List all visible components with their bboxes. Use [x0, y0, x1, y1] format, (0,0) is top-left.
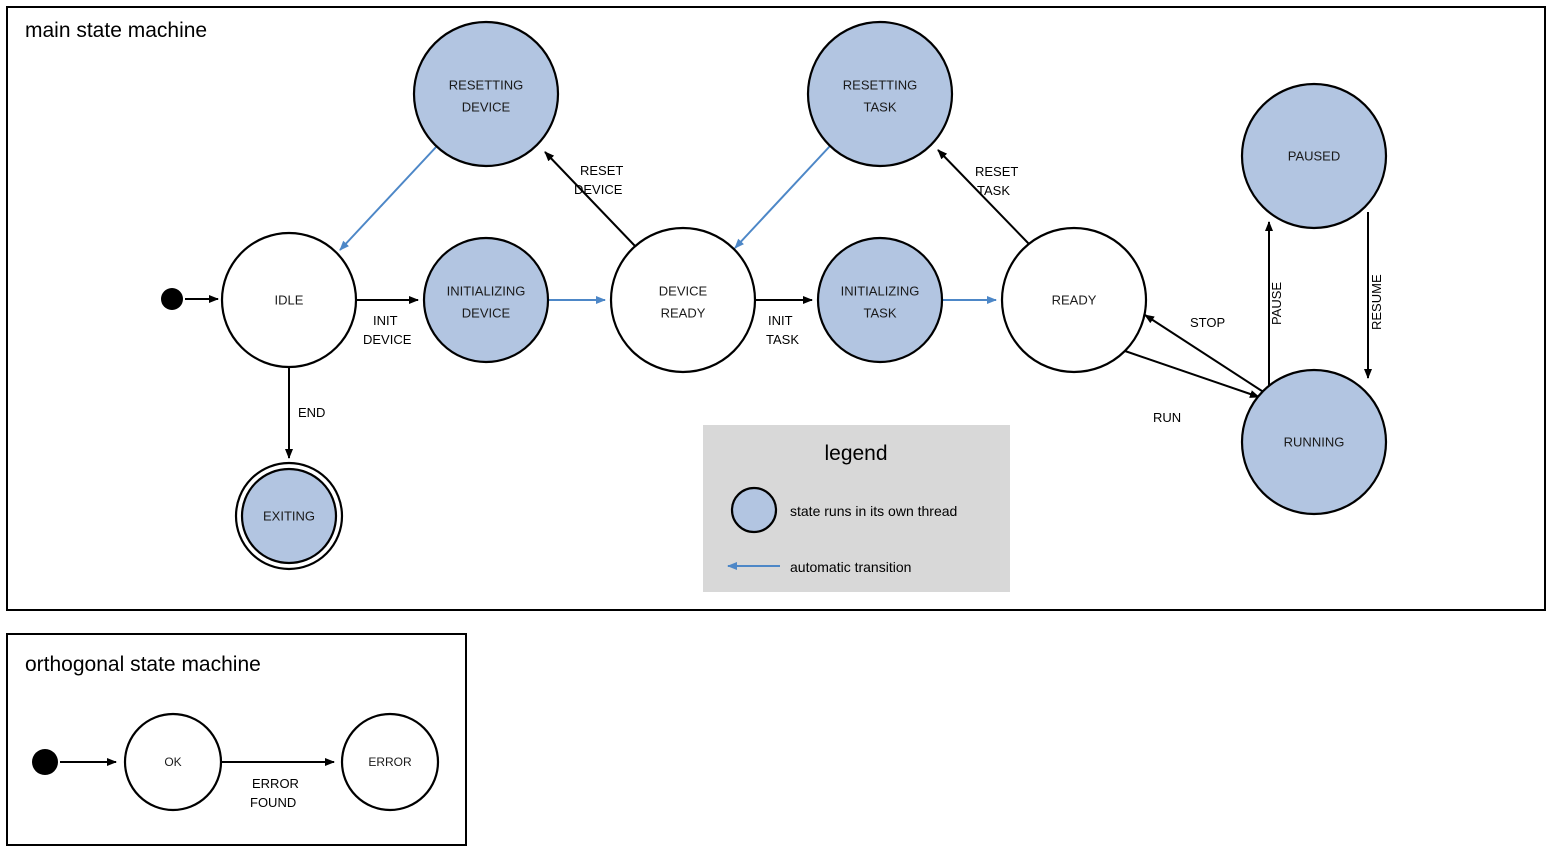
state-error-label: ERROR [368, 755, 412, 769]
state-device-ready-label-line1: DEVICE [659, 283, 708, 298]
state-resetting-device-shape[interactable] [412, 20, 560, 168]
state-exiting[interactable]: EXITING [234, 461, 344, 571]
main-frame-border [6, 6, 1546, 611]
state-device-ready-label-line2: READY [661, 305, 706, 320]
state-resetting-device[interactable]: RESETTING DEVICE [412, 20, 560, 168]
state-device-ready[interactable]: DEVICE READY [609, 226, 757, 374]
orthogonal-state-machine-frame: orthogonal state machine ERROR FOUND OK … [6, 633, 467, 846]
edge-label-end: END [298, 405, 325, 420]
edge-label-reset-task-line1: RESET [975, 164, 1018, 179]
state-ready-label: READY [1052, 292, 1097, 307]
legend: legend state runs in its own thread auto… [703, 425, 1010, 592]
state-resetting-device-label-line2: DEVICE [462, 99, 511, 114]
main-transitions: INIT DEVICE RESET DEVICE INIT TASK RESET… [185, 145, 1384, 459]
state-paused[interactable]: PAUSED [1240, 82, 1388, 230]
transition-ready-to-resetting-task [937, 149, 1030, 245]
legend-thread-state-text: state runs in its own thread [790, 503, 957, 519]
transition-device-ready-to-resetting-device [544, 151, 636, 247]
state-paused-label: PAUSED [1288, 148, 1341, 163]
state-error-shape[interactable] [340, 712, 440, 812]
main-frame-title: main state machine [25, 19, 207, 42]
orthogonal-frame-border [6, 633, 467, 846]
state-initializing-device-label-line1: INITIALIZING [447, 283, 526, 298]
state-resetting-task[interactable]: RESETTING TASK [806, 20, 954, 168]
state-initializing-task-label-line2: TASK [864, 305, 897, 320]
state-ok[interactable]: OK [123, 712, 223, 812]
state-idle-shape[interactable] [220, 231, 358, 369]
state-idle[interactable]: IDLE [220, 231, 358, 369]
state-resetting-device-label-line1: RESETTING [449, 77, 523, 92]
main-states: IDLE RESETTING DEVICE INITIALIZING DEVIC… [161, 20, 1388, 571]
edge-label-pause: PAUSE [1269, 282, 1284, 325]
state-ready-shape[interactable] [1000, 226, 1148, 374]
legend-title: legend [824, 442, 887, 465]
state-initializing-device-label-line2: DEVICE [462, 305, 511, 320]
state-ok-label: OK [164, 755, 181, 769]
state-resetting-task-label-line1: RESETTING [843, 77, 917, 92]
state-exiting-shape[interactable] [240, 467, 338, 565]
edge-label-stop: STOP [1190, 315, 1225, 330]
state-ok-shape[interactable] [123, 712, 223, 812]
state-exiting-label: EXITING [263, 508, 315, 523]
edge-label-init-device-line1: INIT [373, 313, 398, 328]
state-idle-label: IDLE [275, 292, 304, 307]
edge-label-error-found-line2: FOUND [250, 795, 296, 810]
edge-label-init-task-line1: INIT [768, 313, 793, 328]
legend-thread-state-swatch-icon [730, 486, 778, 534]
edge-label-error-found-line1: ERROR [252, 776, 299, 791]
state-running-shape[interactable] [1240, 368, 1388, 516]
transition-running-to-ready [1144, 314, 1266, 394]
edge-label-reset-task-line2: TASK [977, 183, 1010, 198]
state-initializing-task-label-line1: INITIALIZING [841, 283, 920, 298]
state-initializing-task[interactable]: INITIALIZING TASK [816, 236, 944, 364]
legend-auto-transition-text: automatic transition [790, 559, 911, 575]
orthogonal-frame-title: orthogonal state machine [25, 653, 261, 676]
edge-label-reset-device-line2: DEVICE [574, 182, 623, 197]
state-paused-shape[interactable] [1240, 82, 1388, 230]
edge-label-resume: RESUME [1369, 274, 1384, 330]
edge-label-run: RUN [1153, 410, 1181, 425]
orthogonal-initial-state-marker [32, 749, 58, 775]
transition-ready-to-running [1124, 350, 1260, 398]
edge-label-init-device-line2: DEVICE [363, 332, 412, 347]
state-initializing-task-shape[interactable] [816, 236, 944, 364]
main-state-machine-frame: main state machine [6, 6, 1546, 611]
state-running-label: RUNNING [1284, 434, 1345, 449]
state-error[interactable]: ERROR [340, 712, 440, 812]
edge-label-reset-device-line1: RESET [580, 163, 623, 178]
state-resetting-task-label-line2: TASK [864, 99, 897, 114]
state-ready[interactable]: READY [1000, 226, 1148, 374]
initial-state-marker [161, 288, 183, 310]
state-device-ready-shape[interactable] [609, 226, 757, 374]
edge-label-init-task-line2: TASK [766, 332, 799, 347]
transition-resetting-task-to-device-ready [734, 145, 831, 249]
state-running[interactable]: RUNNING [1240, 368, 1388, 516]
state-initializing-device[interactable]: INITIALIZING DEVICE [422, 236, 550, 364]
transition-resetting-device-to-idle [339, 145, 438, 251]
state-initializing-device-shape[interactable] [422, 236, 550, 364]
state-resetting-task-shape[interactable] [806, 20, 954, 168]
